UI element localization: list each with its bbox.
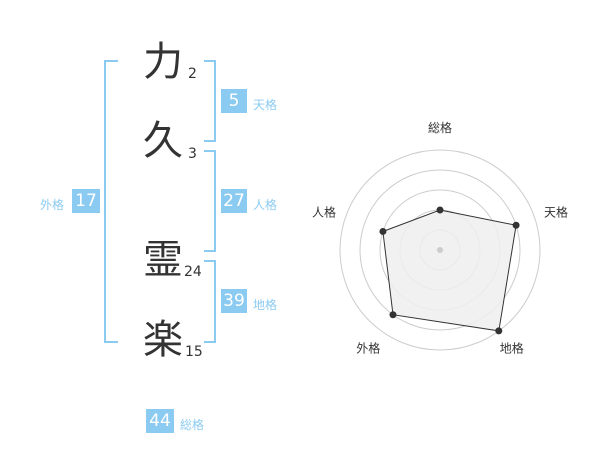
soukaku-value: 44 [146, 409, 174, 433]
radar-center-dot [437, 247, 443, 253]
radar-point-3 [495, 327, 503, 335]
radar-shape [382, 209, 517, 332]
radar-point-1 [436, 206, 444, 214]
jinkaku-label: 人格 [253, 198, 278, 212]
radar-ring-4 [359, 169, 521, 331]
stroke-count-3: 24 [184, 264, 202, 280]
chikaku-value: 39 [221, 289, 247, 313]
radar-point-2 [512, 221, 520, 229]
gaikaku-bracket [104, 60, 118, 343]
tenkaku-label: 天格 [253, 98, 278, 112]
radar-point-5 [379, 227, 387, 235]
name-char-4: 楽 [143, 317, 183, 363]
radar-axis-label-3: 地格 [500, 341, 524, 356]
gaikaku-value: 17 [72, 189, 100, 213]
chikaku-label: 地格 [253, 298, 278, 312]
name-char-1: 力 [143, 39, 183, 85]
name-char-3: 霊 [143, 237, 183, 283]
jinkaku-value: 27 [221, 189, 247, 213]
jinkaku-bracket [204, 150, 216, 252]
soukaku-label: 総格 [180, 418, 205, 432]
radar-axis-label-2: 天格 [544, 204, 568, 219]
stroke-count-4: 15 [185, 344, 203, 360]
stroke-count-1: 2 [188, 66, 197, 82]
tenkaku-bracket [204, 60, 216, 142]
tenkaku-value: 5 [221, 89, 247, 113]
radar-axis-label-1: 総格 [428, 120, 452, 135]
stroke-count-2: 3 [188, 146, 197, 162]
name-char-2: 久 [143, 118, 183, 164]
radar-point-4 [389, 311, 397, 319]
radar-axis-label-4: 外格 [356, 341, 380, 356]
chikaku-bracket [204, 260, 216, 343]
radar-ring-5 [339, 149, 541, 351]
gaikaku-label: 外格 [40, 198, 65, 212]
radar-axis-label-5: 人格 [312, 204, 336, 219]
